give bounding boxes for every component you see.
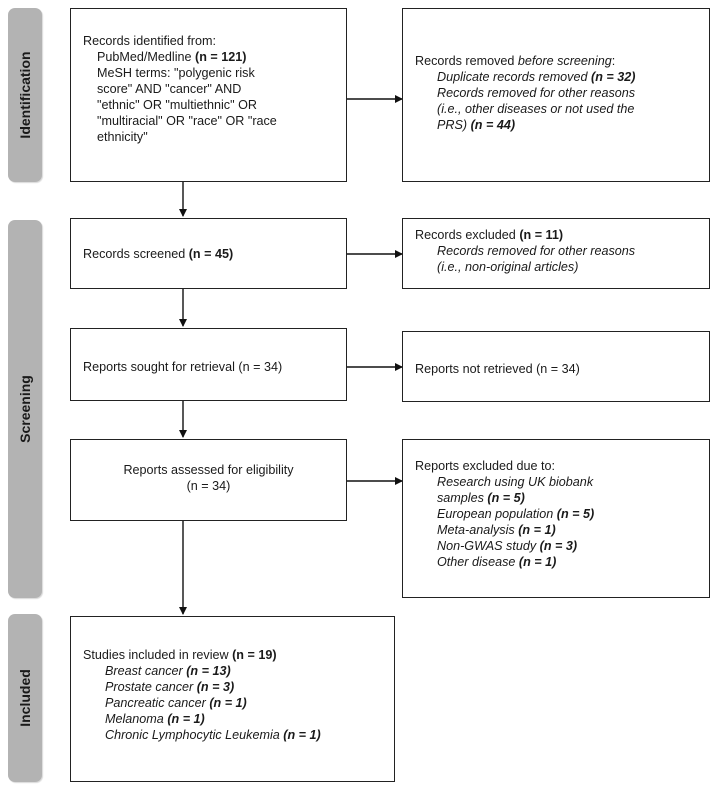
excluded-n: (n = 11)	[519, 228, 564, 242]
excluded-reason-1: Research using UK biobank	[437, 475, 594, 489]
identified-source: PubMed/Medline	[97, 50, 192, 64]
phase-screening: Screening	[8, 220, 42, 598]
screened-n: (n = 45)	[188, 247, 234, 261]
studies-included-box: Studies included in review (n = 19) Brea…	[70, 616, 395, 782]
mesh-line-1: MeSH terms: "polygenic risk	[97, 66, 255, 80]
excluded-line-2: (i.e., non-original articles)	[437, 260, 579, 274]
removed-other-last: PRS)	[437, 118, 468, 132]
included-item-1: Breast cancer (n = 13)	[105, 664, 231, 678]
assessed-line-2: (n = 34)	[186, 479, 231, 493]
included-heading: Studies included in review	[83, 648, 229, 662]
removed-other-line-1: Records removed for other reasons	[437, 86, 636, 100]
not-retrieved-text: Reports not retrieved (n = 34)	[415, 362, 580, 376]
records-removed-box: Records removed before screening: Duplic…	[402, 8, 710, 182]
excluded-line-1: Records removed for other reasons	[437, 244, 636, 258]
phase-included: Included	[8, 614, 42, 782]
reports-excluded-box: Reports excluded due to: Research using …	[402, 439, 710, 598]
mesh-line-4: "multiracial" OR "race" OR "race	[97, 114, 277, 128]
included-item-4: Melanoma (n = 1)	[105, 712, 205, 726]
identified-source-n: (n = 121)	[195, 50, 247, 64]
included-item-5: Chronic Lymphocytic Leukemia (n = 1)	[105, 728, 321, 742]
mesh-line-3: "ethnic" OR "multiethnic" OR	[97, 98, 257, 112]
removed-heading-em: before screening	[517, 54, 612, 68]
excluded-reason-1-n: (n = 5)	[487, 491, 525, 505]
removed-other-n: (n = 44)	[470, 118, 516, 132]
removed-heading-post: :	[611, 54, 616, 68]
records-screened-box: Records screened (n = 45)	[70, 218, 347, 289]
records-excluded-box: Records excluded (n = 11) Records remove…	[402, 218, 710, 289]
mesh-line-5: ethnicity"	[97, 130, 148, 144]
mesh-line-2: score" AND "cancer" AND	[97, 82, 242, 96]
excluded-heading: Records excluded	[415, 228, 516, 242]
records-identified-box: Records identified from: PubMed/Medline …	[70, 8, 347, 182]
removed-other-line-2: (i.e., other diseases or not used the	[437, 102, 635, 116]
excluded-reason-1-cont: samples	[437, 491, 484, 505]
reports-excluded-heading: Reports excluded due to:	[415, 459, 556, 473]
reports-not-retrieved-box: Reports not retrieved (n = 34)	[402, 331, 710, 402]
duplicate-label: Duplicate records removed	[437, 70, 588, 84]
screened-label: Records screened	[83, 247, 186, 261]
included-n: (n = 19)	[232, 648, 277, 662]
excluded-reason-4: Non-GWAS study (n = 3)	[437, 539, 578, 553]
duplicate-n: (n = 32)	[591, 70, 636, 84]
assessed-line-1: Reports assessed for eligibility	[123, 463, 294, 477]
phase-identification: Identification	[8, 8, 42, 182]
reports-assessed-box: Reports assessed for eligibility (n = 34…	[70, 439, 347, 521]
removed-heading-pre: Records removed	[415, 54, 518, 68]
included-item-3: Pancreatic cancer (n = 1)	[105, 696, 247, 710]
excluded-reason-5: Other disease (n = 1)	[437, 555, 557, 569]
reports-sought-box: Reports sought for retrieval (n = 34)	[70, 328, 347, 401]
included-item-2: Prostate cancer (n = 3)	[105, 680, 235, 694]
sought-text: Reports sought for retrieval (n = 34)	[83, 360, 283, 374]
excluded-reason-3: Meta-analysis (n = 1)	[437, 523, 556, 537]
identified-heading: Records identified from:	[83, 34, 216, 48]
excluded-reason-2: European population (n = 5)	[437, 507, 595, 521]
